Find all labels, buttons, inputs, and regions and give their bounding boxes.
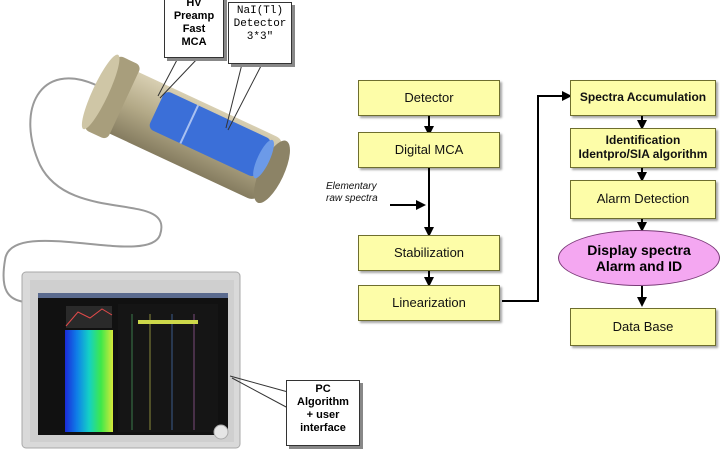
- digital-mca-box: Digital MCA: [358, 132, 500, 168]
- identification-line: Identification: [605, 133, 681, 148]
- detector-box: Detector: [358, 80, 500, 116]
- display-line: Display spectra: [587, 241, 691, 258]
- pc-monitor: [21, 271, 241, 449]
- electronics-callout: HV Preamp Fast MCA: [164, 0, 224, 58]
- raw-spectra-note: Elementary raw spectra: [326, 181, 390, 205]
- stabilization-box: Stabilization: [358, 235, 500, 271]
- callout-line: HV: [186, 0, 202, 9]
- detector-cable: [2, 77, 163, 303]
- callout-line: interface: [300, 421, 346, 434]
- display-line: Alarm and ID: [595, 258, 683, 274]
- spectrum-display: [65, 330, 113, 432]
- callout-line: Fast: [182, 22, 206, 35]
- database-box: Data Base: [570, 308, 716, 346]
- callout-line: 3*3": [246, 30, 274, 43]
- alarm-detection-box: Alarm Detection: [570, 180, 716, 219]
- pc-callout: PC Algorithm + user interface: [286, 380, 360, 446]
- note-line: Elementary: [326, 181, 377, 192]
- callout-line: NaI(Tl): [236, 5, 284, 17]
- identification-box: Identification Identpro/SIA algorithm: [570, 128, 716, 168]
- display-spectra-oval: Display spectra Alarm and ID: [558, 230, 720, 286]
- callout-line: Detector: [233, 17, 287, 30]
- detector-probe: [81, 54, 290, 204]
- note-line: raw spectra: [326, 193, 378, 204]
- detector-callout: NaI(Tl) Detector 3*3": [228, 2, 292, 64]
- nai-crystal: [149, 92, 271, 177]
- identification-line: Identpro/SIA algorithm: [578, 147, 708, 161]
- callout-line: + user: [306, 408, 340, 421]
- linearization-box: Linearization: [358, 285, 500, 321]
- callout-line: Algorithm: [297, 395, 349, 408]
- callout-line: Preamp: [173, 9, 215, 22]
- callout-line: MCA: [181, 35, 207, 48]
- spectra-accumulation-box: Spectra Accumulation: [570, 80, 716, 116]
- callout-line: PC: [315, 383, 331, 395]
